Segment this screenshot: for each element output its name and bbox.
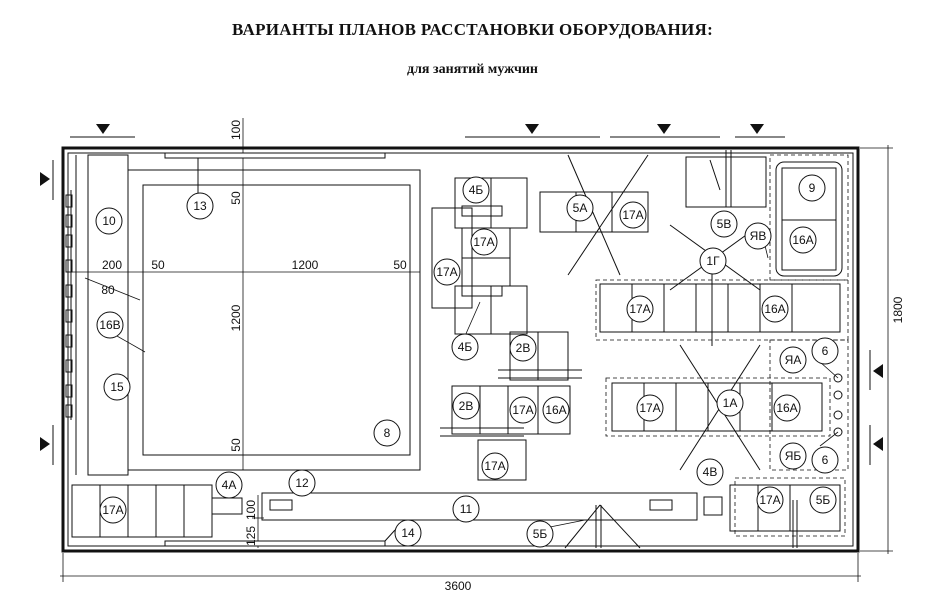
callout-5a: 5А [573, 201, 588, 215]
callout-17a-7: 17А [639, 401, 660, 415]
dim-100-top: 100 [229, 120, 243, 140]
left-strip [75, 154, 129, 476]
bottom-left-benches [71, 484, 243, 538]
callout-17a-9: 17А [102, 503, 123, 517]
callout-8: 8 [384, 426, 391, 440]
wall-bars [164, 152, 396, 547]
callout-17a-3: 17А [512, 403, 533, 417]
callout-17a-8: 17А [759, 493, 780, 507]
dim-200: 200 [102, 258, 122, 272]
callout-9: 9 [809, 181, 816, 195]
callout-2v-1: 2В [516, 341, 531, 355]
dim-1200-horizontal: 1200 [292, 258, 319, 272]
callout-15: 15 [110, 380, 124, 394]
dim-50-left: 50 [151, 258, 165, 272]
callout-6-1: 6 [822, 344, 829, 358]
callout-5b-right: 5Б [816, 493, 831, 507]
dim-50-bottom: 50 [229, 438, 243, 452]
upper-right-equipment [685, 150, 843, 277]
dim-50-right: 50 [393, 258, 407, 272]
callout-16a-3: 16А [764, 302, 785, 316]
callout-4a: 4А [222, 478, 237, 492]
callout-14: 14 [401, 526, 415, 540]
callout-16v: 16В [99, 318, 120, 332]
callout-labels: 13 10 16В 15 8 4Б 17А 17А 4Б 2В 2В 17А 1… [99, 181, 830, 541]
callout-16a-2: 16А [792, 233, 813, 247]
left-wall-windows [65, 190, 73, 420]
block-5b-right [729, 484, 841, 548]
block-5b-bottom [564, 504, 641, 549]
callout-10: 10 [102, 214, 116, 228]
dim-80: 80 [101, 283, 115, 297]
callout-4b-top: 4Б [469, 183, 484, 197]
callout-17a-1: 17А [473, 235, 494, 249]
safety-zones [595, 154, 849, 537]
callout-16a-4: 16А [776, 401, 797, 415]
leader-lines [109, 224, 839, 529]
diagram-subtitle: для занятий мужчин [407, 62, 538, 77]
callout-12: 12 [295, 476, 309, 490]
callout-17a-4: 17А [484, 459, 505, 473]
dim-1800: 1800 [891, 296, 905, 323]
callout-5v: 5В [717, 217, 732, 231]
callout-13: 13 [193, 199, 207, 213]
middle-equipment [431, 177, 582, 481]
dim-100-bottom: 100 [244, 500, 258, 520]
dimension-lines [60, 118, 893, 582]
wall-anchors [833, 373, 843, 437]
callout-17a-2: 17А [436, 265, 457, 279]
callout-17a-5: 17А [622, 208, 643, 222]
block-5a [539, 154, 649, 276]
dim-3600: 3600 [445, 579, 472, 593]
callout-4v: 4В [703, 465, 718, 479]
callouts [95, 174, 839, 548]
mark-yv: ЯВ [750, 229, 767, 243]
diagram-title: ВАРИАНТЫ ПЛАНОВ РАССТАНОВКИ ОБОРУДОВАНИЯ… [231, 20, 714, 39]
dimension-labels: 100 50 200 50 1200 50 80 1200 50 100 125… [101, 120, 905, 593]
long-bench [261, 492, 723, 521]
callout-1a: 1А [723, 396, 738, 410]
callout-2v-2: 2В [459, 399, 474, 413]
callout-6-2: 6 [822, 453, 829, 467]
dim-125: 125 [244, 526, 258, 546]
room-walls [61, 146, 860, 553]
callout-1g: 1Г [706, 254, 720, 268]
callout-5b-bottom: 5Б [533, 527, 548, 541]
callout-11: 11 [460, 502, 473, 516]
mark-ya: ЯА [785, 353, 802, 367]
mark-yb: ЯБ [785, 449, 802, 463]
callout-17a-6: 17А [629, 302, 650, 316]
callout-16a-1: 16А [545, 403, 566, 417]
callout-4b-bottom: 4Б [458, 340, 473, 354]
dim-50-top: 50 [229, 191, 243, 205]
entrance-arrows [40, 124, 883, 451]
arrow-ticks [52, 136, 871, 465]
dim-1200-vertical: 1200 [229, 304, 243, 331]
